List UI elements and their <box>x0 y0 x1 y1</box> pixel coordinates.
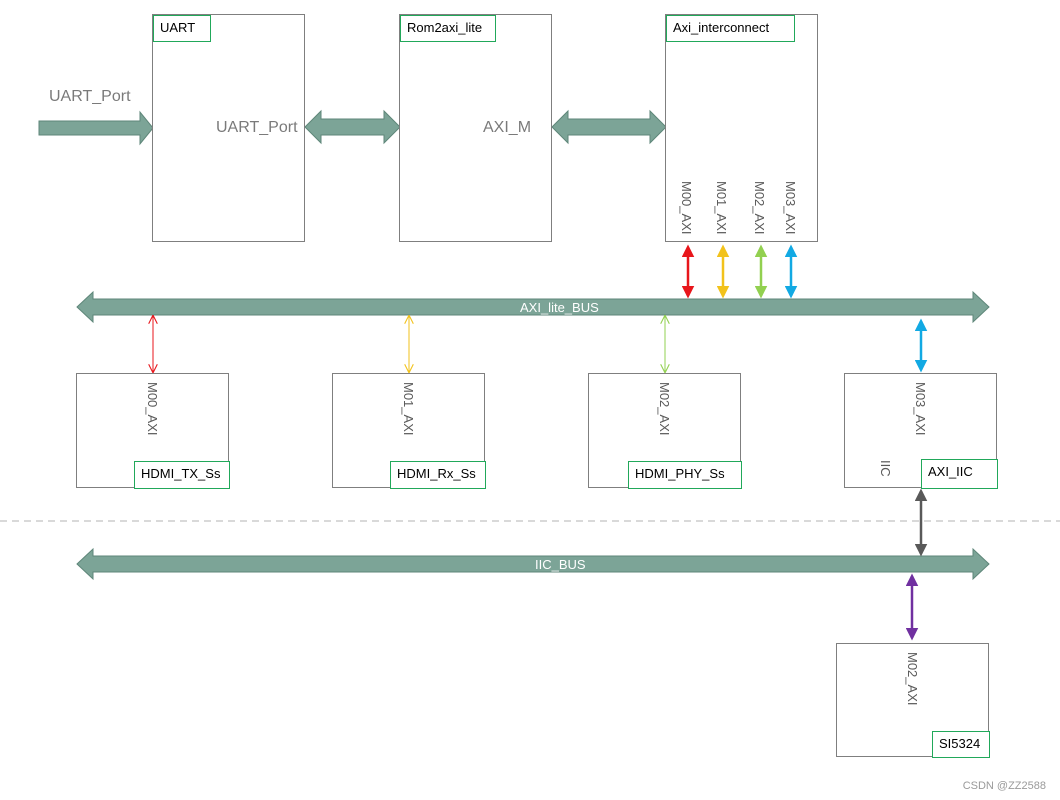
hdmi-tx-block: M00_AXI HDMI_TX_Ss <box>76 373 230 489</box>
rom2axi-block-title: Rom2axi_lite <box>400 15 496 42</box>
hdmi-phy-block-title: HDMI_PHY_Ss <box>628 461 742 489</box>
interconnect-port-m00: M00_AXI <box>679 181 694 235</box>
uart-input-arrow <box>38 110 154 146</box>
uart-block: UART UART_Port <box>152 14 305 242</box>
iic-bus <box>76 547 990 581</box>
hdmi-rx-block: M01_AXI HDMI_Rx_Ss <box>332 373 486 489</box>
watermark: CSDN @ZZ2588 <box>962 780 1046 792</box>
hdmi-tx-port: M00_AXI <box>145 382 160 436</box>
hdmi-phy-block: M02_AXI HDMI_PHY_Ss <box>588 373 742 489</box>
si5324-port: M02_AXI <box>905 652 920 706</box>
rom2axi-interconnect-link <box>551 109 667 145</box>
hdmi-rx-port: M01_AXI <box>401 382 416 436</box>
interconnect-port-m03: M03_AXI <box>783 181 798 235</box>
uart-port-label: UART_Port <box>216 119 298 136</box>
axi-iic-port: M03_AXI <box>913 382 928 436</box>
interconnect-port-m01: M01_AXI <box>714 181 729 235</box>
si5324-block: M02_AXI SI5324 <box>836 643 990 758</box>
hdmi-rx-block-title: HDMI_Rx_Ss <box>390 461 486 489</box>
axi-lite-bus <box>76 290 990 324</box>
rom2axi-block: Rom2axi_lite AXI_M <box>399 14 552 242</box>
iic-bus-label: IIC_BUS <box>535 557 586 572</box>
rom2axi-port-label: AXI_M <box>483 119 532 136</box>
interconnect-port-m02: M02_AXI <box>752 181 767 235</box>
axi-iic-block: M03_AXI IIC AXI_IIC <box>844 373 998 489</box>
si5324-block-title: SI5324 <box>932 731 990 758</box>
axi-iic-block-title: AXI_IIC <box>921 459 998 489</box>
interconnect-block: Axi_interconnect M00_AXI M01_AXI M02_AXI… <box>665 14 818 242</box>
axi-lite-bus-label: AXI_lite_BUS <box>520 300 599 315</box>
uart-block-title: UART <box>153 15 211 42</box>
hdmi-phy-port: M02_AXI <box>657 382 672 436</box>
uart-rom2axi-link <box>304 109 401 145</box>
axi-iic-iic-port: IIC <box>878 460 893 477</box>
hdmi-tx-block-title: HDMI_TX_Ss <box>134 461 230 489</box>
interconnect-block-title: Axi_interconnect <box>666 15 795 42</box>
uart-input-label: UART_Port <box>49 88 131 105</box>
